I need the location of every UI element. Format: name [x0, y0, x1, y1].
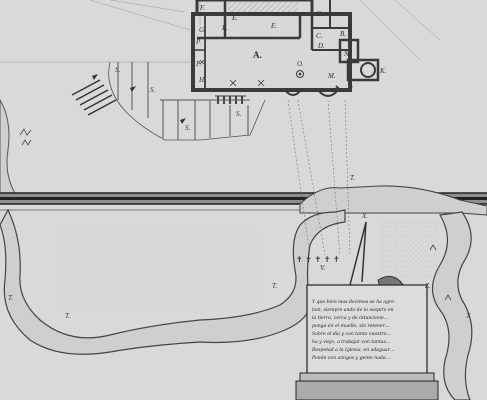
inscription-line: Sobre el dia y con tanto vuestro…: [312, 331, 391, 337]
label-t-river: T.: [272, 282, 277, 290]
monument-inscription: Y que bien mas decimos se ha agre- ban, …: [311, 299, 396, 361]
label-s2: S.: [185, 124, 191, 132]
hatched-field: [71, 79, 117, 116]
label-d: D.: [317, 42, 325, 50]
label-x: X.: [361, 212, 368, 220]
garden-plots: [108, 61, 266, 141]
inscription-line: ban, siempre ando de lo suspiro en: [312, 307, 394, 313]
label-t-bridge: T.: [350, 174, 355, 182]
sight-lines: [287, 99, 351, 256]
inscription-line: la tierra, cerca y de intuncione…: [312, 315, 389, 321]
label-s4: S.: [115, 66, 121, 74]
label-f: F.: [199, 4, 205, 12]
inscription-line: ha y viejo, a trabajar con tantas…: [312, 339, 391, 345]
label-g: G.: [199, 26, 206, 34]
inscription-line: Y que bien mas decimos se ha agre-: [312, 299, 396, 305]
label-o: O.: [297, 60, 304, 68]
monument: [295, 221, 439, 400]
building-plan: [191, 0, 380, 104]
vegetation: [19, 128, 452, 301]
label-c: C.: [316, 10, 323, 18]
label-p: P.: [195, 38, 201, 46]
label-v: V.: [320, 264, 325, 272]
label-t-right: T.: [466, 312, 471, 320]
river-meander: [0, 208, 346, 355]
inscription-line: Respetad a la Iglesia, en adaguar…: [311, 347, 395, 353]
map-labels: A. F. E. E. E. G. P. P. H. C. C. B. D. M…: [8, 4, 471, 320]
label-z: Z.: [425, 282, 431, 290]
cross-row: ✝ ✝ ✝ ✝ ✝: [296, 255, 340, 264]
label-e3: E.: [221, 24, 228, 32]
label-e: E.: [231, 14, 238, 22]
svg-text:✝ ✝ ✝ ✝ ✝: ✝ ✝ ✝ ✝ ✝: [296, 255, 340, 264]
label-m: M.: [327, 72, 336, 80]
label-p2: P.: [195, 60, 201, 68]
label-c2: C.: [316, 32, 323, 40]
bridge-bank: [299, 185, 487, 216]
label-s1: S.: [150, 86, 156, 94]
plot-markers: [92, 74, 186, 124]
label-n: N.: [343, 50, 351, 58]
label-t-far-left: T.: [8, 294, 13, 302]
label-h: H.: [198, 76, 206, 84]
inscription-line: Ponde con amigos y gente nada…: [311, 355, 391, 361]
inscription-line: ponga en el muelle, sin retener…: [312, 323, 390, 329]
label-a: A.: [253, 50, 262, 60]
label-t-left: T.: [65, 312, 70, 320]
label-b: B.: [340, 30, 346, 38]
river-left-upper: [0, 99, 17, 196]
label-s3: S.: [236, 110, 242, 118]
survey-lines: [0, 0, 441, 63]
label-e2: E.: [270, 22, 277, 30]
label-k: K.: [379, 67, 387, 75]
